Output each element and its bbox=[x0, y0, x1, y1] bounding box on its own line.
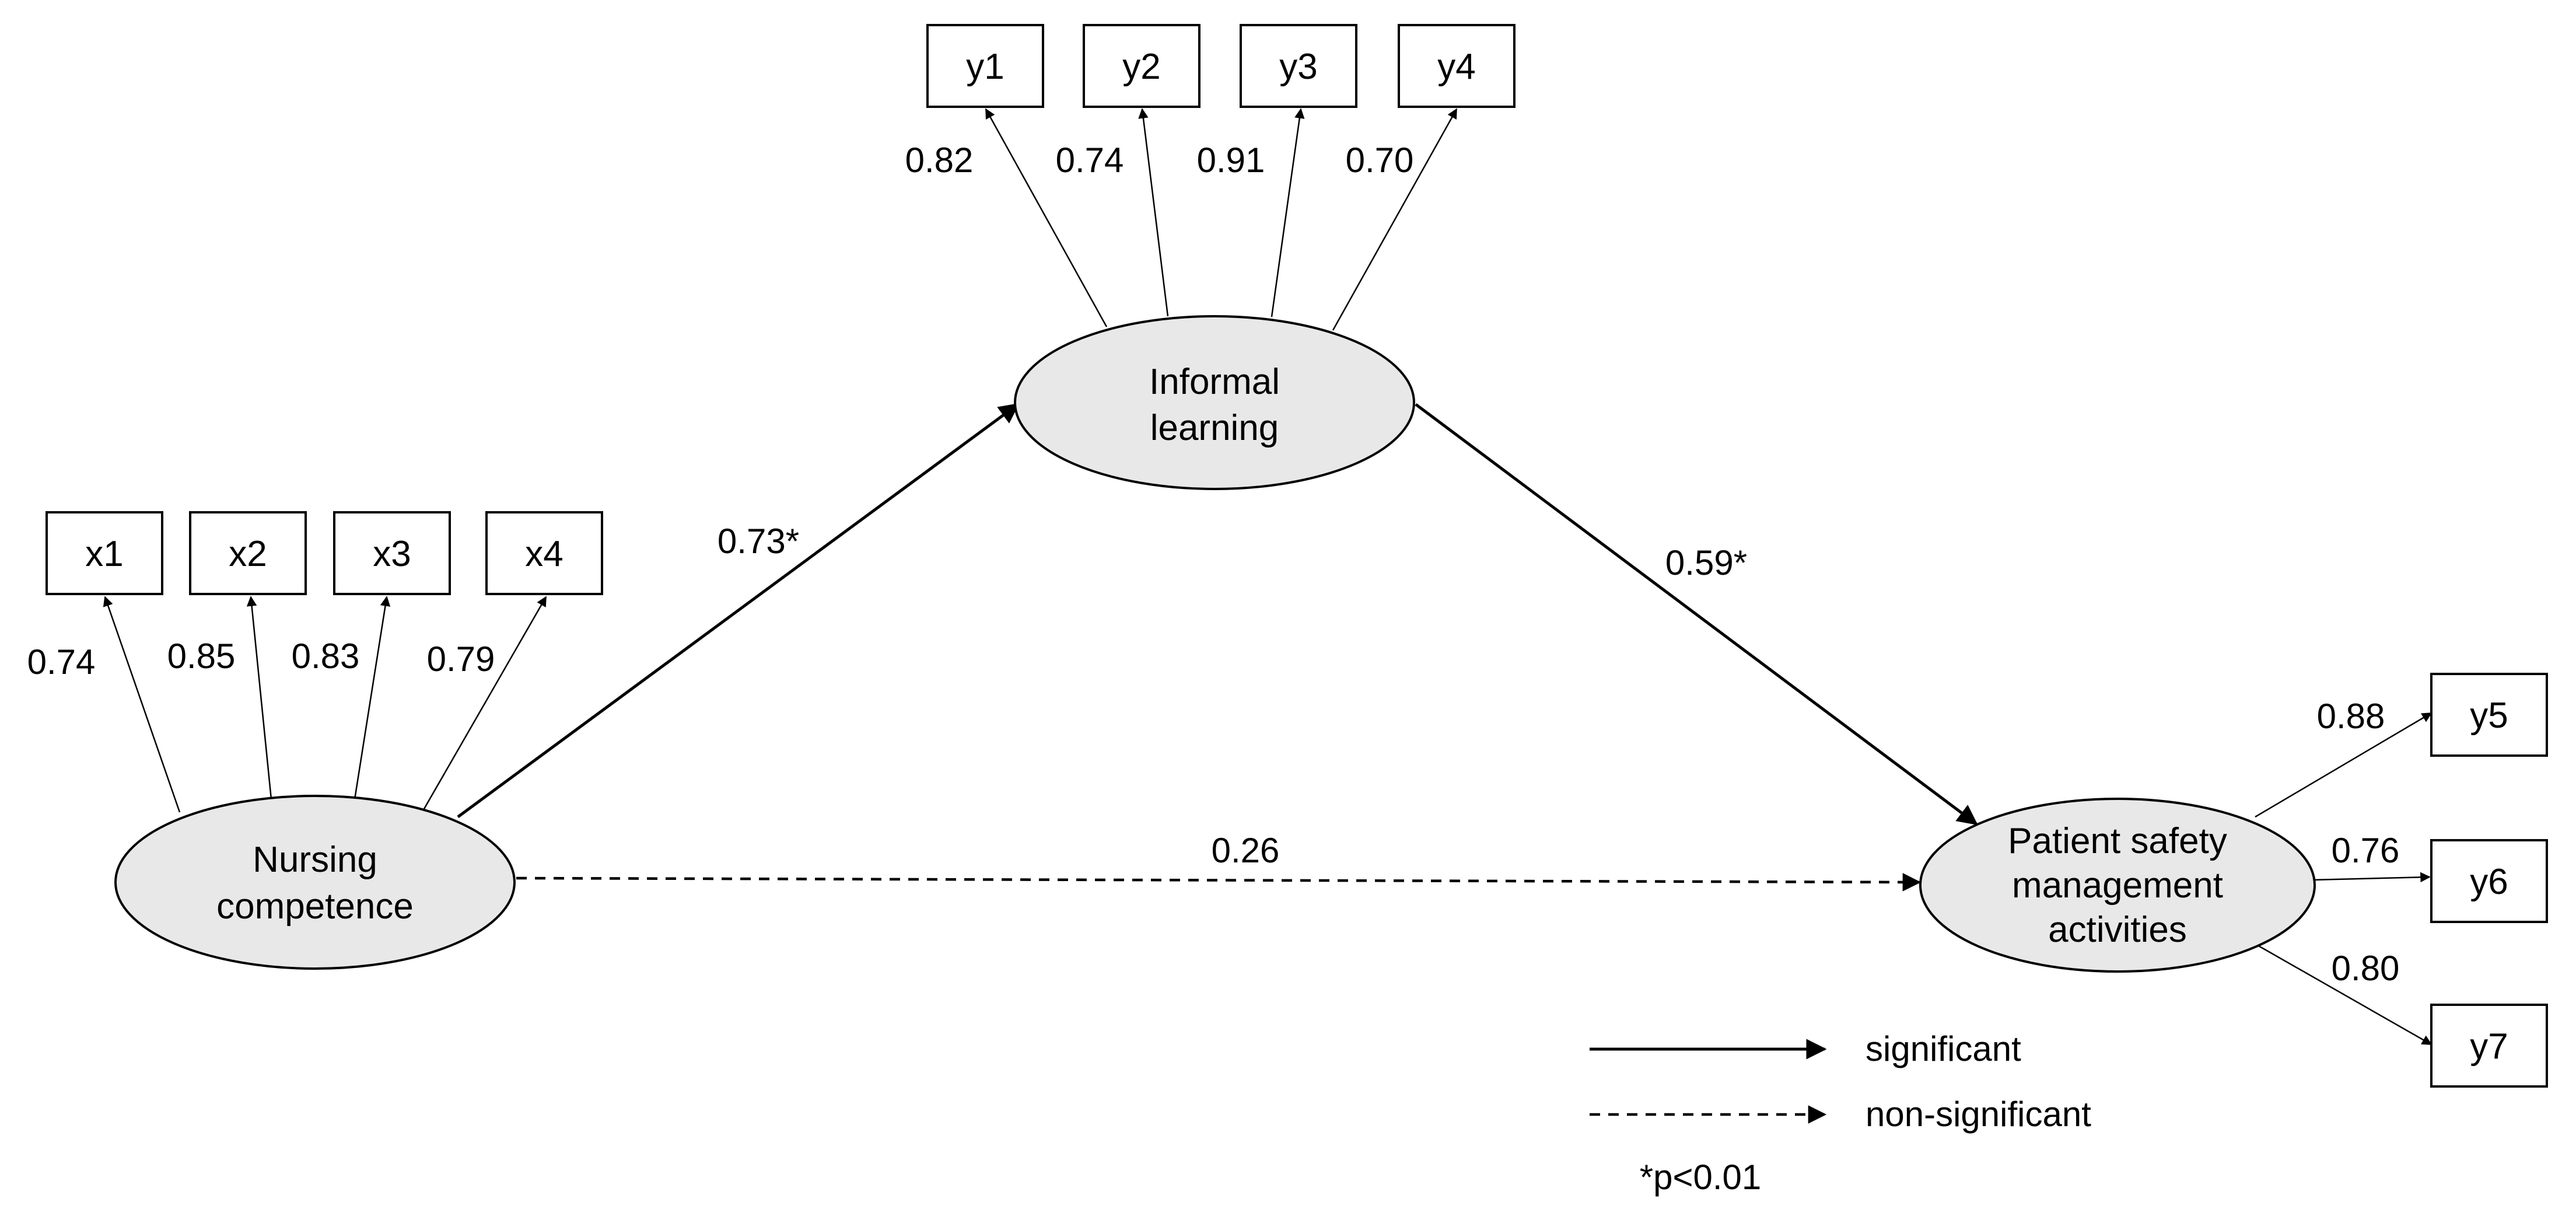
indicator-label-y3: y3 bbox=[1279, 47, 1317, 87]
legend-non-significant-label: non-significant bbox=[1866, 1095, 2091, 1134]
patient-safety-line2: management bbox=[2012, 865, 2223, 906]
indicator-label-x3: x3 bbox=[373, 534, 411, 574]
loading-label-y6: 0.76 bbox=[2332, 831, 2400, 870]
loading-label-y3: 0.91 bbox=[1197, 141, 1265, 180]
path-label-nc-to-psm: 0.26 bbox=[1212, 831, 1280, 870]
loading-line-y5 bbox=[2255, 712, 2432, 818]
loading-label-x2: 0.85 bbox=[167, 637, 236, 676]
patient-safety-line3: activities bbox=[2048, 910, 2187, 950]
loading-line-x1 bbox=[103, 596, 181, 813]
indicator-box-y5: y5 bbox=[2430, 673, 2548, 757]
indicator-box-y3: y3 bbox=[1240, 24, 1357, 108]
loading-label-x1: 0.74 bbox=[27, 642, 96, 682]
path-il-to-psm bbox=[1415, 403, 1978, 826]
loading-line-x4 bbox=[422, 596, 547, 810]
loading-line-y3 bbox=[1270, 108, 1305, 317]
path-label-il-to-psm: 0.59* bbox=[1665, 543, 1747, 582]
indicator-label-y6: y6 bbox=[2470, 862, 2508, 902]
indicator-box-y2: y2 bbox=[1083, 24, 1200, 108]
informal-learning-line2: learning bbox=[1150, 408, 1279, 448]
latent-patient-safety-management: Patient safety management activities bbox=[1919, 798, 2316, 973]
indicator-label-x2: x2 bbox=[229, 534, 267, 574]
loading-line-y7 bbox=[2257, 944, 2432, 1046]
loading-label-y7: 0.80 bbox=[2332, 949, 2400, 988]
loading-line-x2 bbox=[246, 596, 272, 800]
legend-significant-label: significant bbox=[1866, 1029, 2021, 1068]
indicator-box-x1: x1 bbox=[46, 511, 163, 595]
informal-learning-line1: Informal bbox=[1149, 362, 1280, 402]
loading-label-y4: 0.70 bbox=[1346, 141, 1414, 180]
indicator-box-y4: y4 bbox=[1398, 24, 1516, 108]
indicator-box-y6: y6 bbox=[2430, 839, 2548, 923]
indicator-label-y4: y4 bbox=[1437, 47, 1475, 87]
loading-line-y4 bbox=[1332, 108, 1458, 331]
nursing-competence-line2: competence bbox=[216, 886, 414, 927]
loading-line-x3 bbox=[354, 596, 391, 800]
indicator-label-x4: x4 bbox=[525, 534, 563, 574]
indicator-label-x1: x1 bbox=[85, 534, 123, 574]
loading-label-y5: 0.88 bbox=[2317, 697, 2385, 736]
indicator-label-y2: y2 bbox=[1122, 47, 1160, 87]
indicator-box-y1: y1 bbox=[926, 24, 1044, 108]
indicator-label-y1: y1 bbox=[966, 47, 1004, 87]
loading-line-y6 bbox=[2312, 872, 2431, 883]
indicator-box-x3: x3 bbox=[333, 511, 451, 595]
loading-line-y1 bbox=[985, 108, 1108, 327]
loading-line-y2 bbox=[1138, 108, 1169, 317]
loading-label-x4: 0.79 bbox=[427, 640, 495, 679]
indicator-box-y7: y7 bbox=[2430, 1004, 2548, 1088]
indicator-label-y5: y5 bbox=[2470, 696, 2508, 736]
nursing-competence-line1: Nursing bbox=[253, 840, 377, 880]
path-nc-to-il bbox=[457, 403, 1020, 819]
latent-nursing-competence: Nursing competence bbox=[114, 795, 516, 970]
loading-label-y2: 0.74 bbox=[1056, 141, 1124, 180]
legend-significance-note: *p<0.01 bbox=[1640, 1158, 1762, 1197]
path-nc-to-psm bbox=[516, 873, 1922, 892]
indicator-box-x2: x2 bbox=[189, 511, 307, 595]
indicator-box-x4: x4 bbox=[485, 511, 603, 595]
patient-safety-line1: Patient safety bbox=[2008, 821, 2227, 861]
indicator-label-y7: y7 bbox=[2470, 1026, 2508, 1067]
latent-informal-learning: Informal learning bbox=[1014, 315, 1415, 490]
loading-label-y1: 0.82 bbox=[905, 141, 974, 180]
legend: significant non-significant *p<0.01 bbox=[1590, 1029, 2091, 1197]
loading-label-x3: 0.83 bbox=[292, 637, 360, 676]
path-label-nc-to-il: 0.73* bbox=[718, 522, 799, 561]
